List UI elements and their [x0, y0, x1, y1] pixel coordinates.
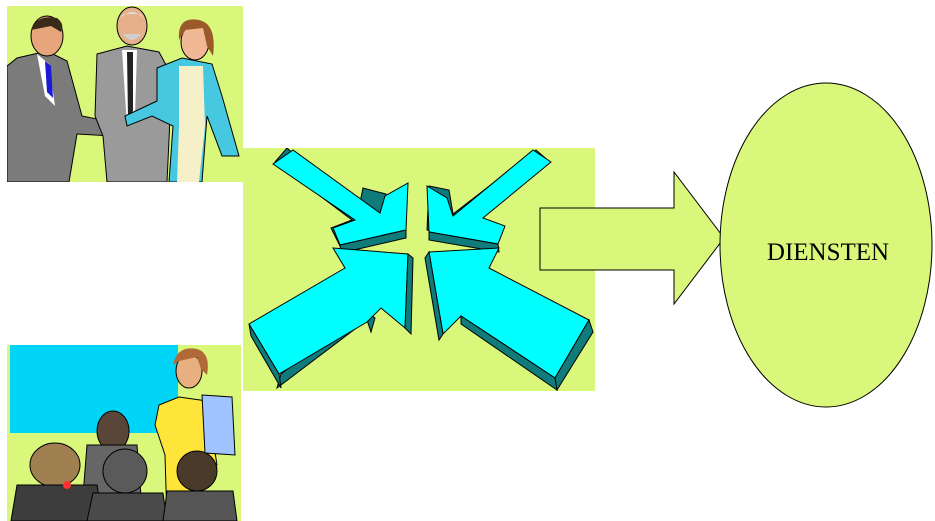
handshake-clipart — [7, 6, 243, 182]
output-arrow — [538, 170, 728, 306]
arrow-top-left — [272, 148, 409, 254]
arrow-bottom-right — [424, 247, 594, 391]
presentation-clipart — [7, 345, 241, 521]
arrow-bottom-left — [248, 247, 414, 390]
diensten-label: DIENSTEN — [767, 239, 889, 266]
woman-right-figure — [124, 19, 240, 182]
converging-arrows-panel — [243, 148, 595, 391]
diensten-ellipse: DIENSTEN — [718, 81, 934, 409]
audience-figures — [10, 410, 238, 521]
arrow-top-right — [426, 149, 552, 253]
